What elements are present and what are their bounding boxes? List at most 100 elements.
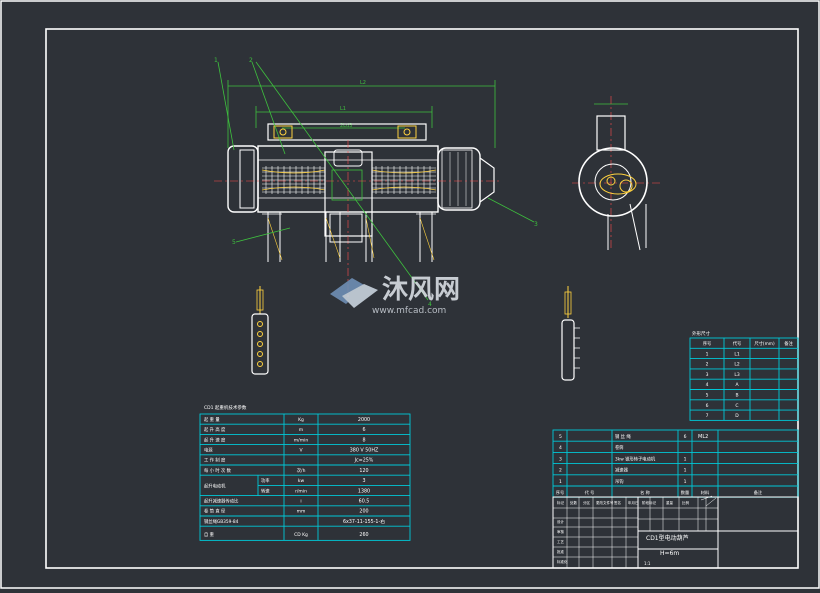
spec-unit: CD Kg bbox=[294, 532, 308, 538]
spec-label: 卷 筒 直 径 bbox=[204, 508, 226, 515]
dim-label-l2: L2 bbox=[360, 80, 366, 86]
parts-header: 材料 bbox=[701, 489, 710, 496]
spec-table-title: CD1 起重机技术参数 bbox=[204, 404, 247, 411]
dim-label-small: 2Ld3 bbox=[340, 123, 352, 129]
dim-table-cell: D bbox=[735, 413, 739, 419]
pendant-left bbox=[251, 286, 269, 375]
parts-header: 备注 bbox=[754, 489, 763, 496]
callout-5: 5 bbox=[232, 239, 236, 246]
spec-label: 电源 bbox=[204, 447, 213, 454]
dim-table-cell: 7 bbox=[706, 413, 709, 419]
parts-name: 卷筒 bbox=[615, 444, 624, 451]
dim-table-header: 备注 bbox=[784, 340, 793, 347]
title-block-label: 标准化 bbox=[557, 559, 568, 564]
spec-label: 起升电动机 bbox=[204, 482, 226, 489]
title-block-label: 分区 bbox=[583, 500, 591, 505]
parts-qty: 1 bbox=[684, 456, 687, 462]
parts-qty: 1 bbox=[684, 479, 687, 485]
spec-value: Jc=25% bbox=[354, 458, 374, 464]
drawing-spec: H=6m bbox=[660, 550, 679, 557]
title-block-label: 年月日 bbox=[628, 500, 639, 505]
title-block-label: 批准 bbox=[557, 549, 565, 554]
spec-value: 2000 bbox=[358, 417, 370, 423]
spec-unit: r/min bbox=[295, 488, 307, 494]
callout-1: 1 bbox=[214, 57, 218, 64]
dim-label-l1: L1 bbox=[340, 106, 346, 112]
spec-value: 8 bbox=[362, 437, 365, 443]
parts-header: 序号 bbox=[556, 489, 564, 496]
dim-table-cell: 1 bbox=[706, 351, 709, 357]
spec-value: 1380 bbox=[358, 488, 370, 494]
dim-table-cell: 5 bbox=[706, 393, 709, 399]
drawing-stage: 1:1 bbox=[644, 561, 651, 566]
drawing-name: CD1型电动葫芦 bbox=[646, 534, 689, 542]
watermark: 沐风网 www.mfcad.com bbox=[330, 275, 460, 316]
title-block-label: 设计 bbox=[557, 519, 565, 524]
title-block-label: 标记 bbox=[557, 500, 565, 505]
dim-table-cell: L1 bbox=[734, 351, 740, 357]
dim-table-cell: L2 bbox=[734, 362, 740, 368]
title-block-label: 审核 bbox=[557, 529, 565, 534]
callout-4: 4 bbox=[428, 301, 432, 308]
pendant-right bbox=[561, 286, 580, 381]
title-block-label: 更改文件号 bbox=[596, 500, 614, 505]
spec-label: 起升减速器传动比 bbox=[204, 498, 239, 505]
spec-unit: Kg bbox=[298, 417, 304, 423]
title-block-label: 重量 bbox=[666, 500, 674, 505]
title-block-label: 工艺 bbox=[557, 539, 565, 544]
spec-value: 120 bbox=[359, 468, 368, 474]
dim-table-header: 代号 bbox=[733, 340, 742, 347]
spec-label: 工 作 制 度 bbox=[204, 457, 226, 464]
parts-name: 钢 丝 绳 bbox=[615, 433, 631, 440]
parts-no: 5 bbox=[559, 434, 562, 440]
callout-3: 3 bbox=[534, 221, 538, 228]
spec-value: 260 bbox=[359, 532, 368, 538]
parts-name: 吊钩 bbox=[615, 478, 624, 485]
spec-label: 起 重 量 bbox=[204, 416, 220, 423]
spec-unit: 次/h bbox=[297, 467, 306, 474]
title-block-label: 签名 bbox=[614, 500, 621, 505]
dim-table-cell: C bbox=[735, 403, 738, 409]
dim-table-title: 外形尺寸 bbox=[692, 330, 710, 337]
dim-table-cell: 6 bbox=[706, 403, 709, 409]
dim-table-cell: B bbox=[735, 393, 738, 399]
spec-sublabel: 功率 bbox=[261, 477, 270, 484]
spec-label: 起 升 高 度 bbox=[204, 426, 226, 433]
rope-windings bbox=[262, 166, 436, 194]
title-block-label: 阶段标记 bbox=[642, 500, 656, 505]
dim-table-cell: 2 bbox=[706, 362, 709, 368]
title-block-label: 处数 bbox=[570, 500, 578, 505]
parts-header: 名 称 bbox=[640, 489, 650, 496]
dim-table-header: 尺寸(mm) bbox=[754, 340, 775, 347]
spec-unit: mm bbox=[297, 510, 306, 515]
spec-value: 380 V 50HZ bbox=[350, 448, 379, 454]
parts-note: ML2 bbox=[698, 434, 708, 440]
parts-header: 数量 bbox=[681, 489, 689, 496]
spec-label: 每 小 时 次 数 bbox=[204, 467, 232, 474]
dim-table-cell: 4 bbox=[706, 382, 709, 388]
dim-table-cell: 3 bbox=[706, 372, 709, 378]
spec-unit: V bbox=[299, 448, 303, 454]
watermark-site: www.mfcad.com bbox=[372, 306, 446, 316]
spec-unit: kw bbox=[298, 478, 305, 484]
drawing-frame bbox=[45, 28, 799, 569]
parts-no: 1 bbox=[559, 479, 562, 485]
title-block: CD1型电动葫芦 H=6m 1:1 标记处数分区更改文件号签名 年月日设计审核工艺… bbox=[552, 495, 799, 569]
watermark-brand: 沐风网 bbox=[382, 275, 460, 305]
spec-value: 60.5 bbox=[359, 499, 370, 505]
parts-no: 2 bbox=[559, 468, 562, 474]
parts-header: 代 号 bbox=[585, 489, 595, 496]
spec-value: 3 bbox=[362, 478, 365, 484]
spec-label: 钢丝绳GB359-84 bbox=[204, 518, 239, 525]
parts-qty: 6 bbox=[684, 434, 687, 440]
spec-unit: m bbox=[299, 428, 303, 433]
spec-unit: i bbox=[300, 499, 301, 505]
callout-2: 2 bbox=[249, 57, 253, 64]
parts-name: 减速器 bbox=[615, 467, 629, 474]
dim-table-cell: L3 bbox=[734, 372, 740, 378]
